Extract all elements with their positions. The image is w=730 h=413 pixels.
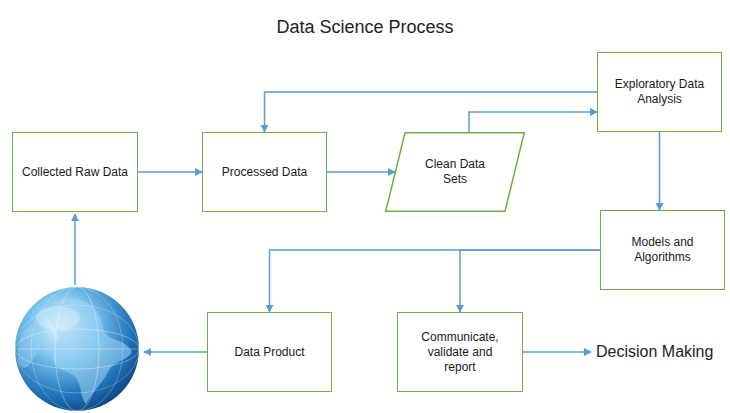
flow-connector (659, 132, 661, 210)
globe-latitude (15, 329, 139, 369)
node-text-group: Communicate, validate and report (415, 330, 505, 375)
diagram-title: Data Science Process (0, 16, 730, 38)
globe-land (18, 326, 42, 368)
flow-arrow (523, 351, 591, 353)
node-label: Processed Data (222, 165, 307, 180)
node-label: Collected Raw Data (22, 165, 128, 180)
process-box: Processed Data (202, 132, 327, 212)
flow-connector (138, 171, 202, 173)
flow-connector (327, 171, 395, 173)
data-parallelogram: Clean Data Sets (385, 132, 525, 212)
node-text-group: Clean Data Sets (415, 157, 495, 187)
node-label: Clean Data Sets (415, 157, 495, 187)
flow-arrow (144, 351, 207, 353)
node-label: Models and Algorithms (618, 235, 708, 265)
node-text-group: Exploratory Data Analysis (615, 77, 705, 107)
globe-sphere (15, 287, 139, 411)
outcome-label: Decision Making (596, 342, 713, 361)
globe-highlight (36, 306, 80, 330)
parallelogram-shape (386, 133, 525, 212)
process-box: Collected Raw Data (12, 132, 138, 212)
node-text-group: Collected Raw Data (22, 165, 128, 180)
process-box: Communicate, validate and report (397, 312, 523, 392)
process-box: Models and Algorithms (600, 210, 725, 290)
flow-arrow (74, 214, 76, 285)
node-text-group: Processed Data (222, 165, 307, 180)
globe-illustration (15, 287, 139, 411)
node-label: Communicate, validate and report (415, 330, 505, 375)
process-box: Exploratory Data Analysis (597, 52, 722, 132)
flow-connector (469, 112, 597, 132)
flow-connector (460, 250, 600, 312)
process-box: Data Product (207, 312, 332, 392)
globe-latitude (15, 305, 139, 393)
node-label: Exploratory Data Analysis (615, 77, 705, 107)
node-label: Data Product (234, 345, 304, 360)
globe-equator (15, 349, 139, 350)
flow-connector (270, 250, 601, 312)
node-text-group: Data Product (234, 345, 304, 360)
flow-connector (265, 92, 598, 132)
node-text-group: Models and Algorithms (618, 235, 708, 265)
